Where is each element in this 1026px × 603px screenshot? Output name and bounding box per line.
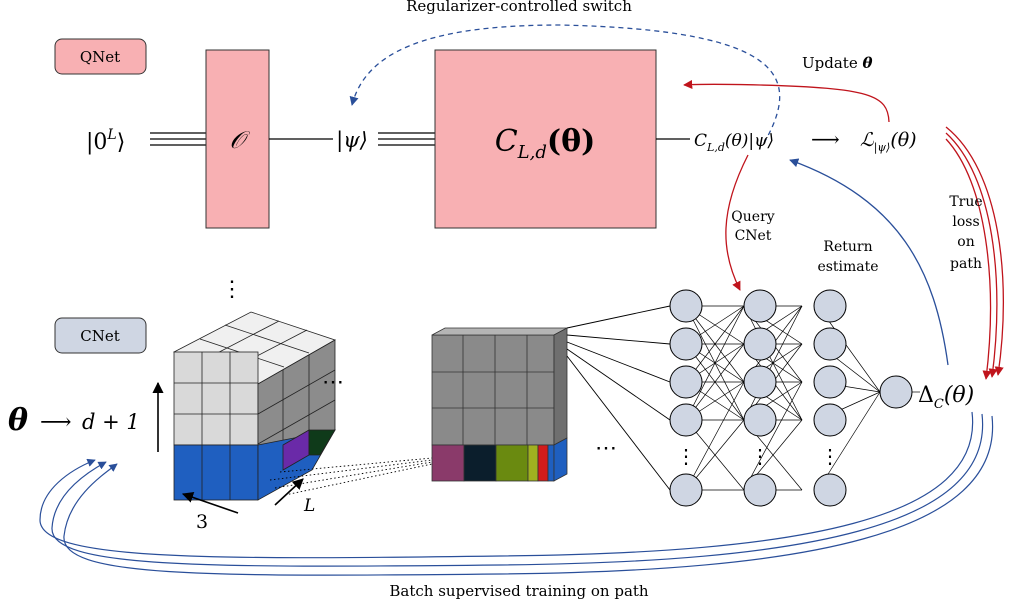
theta-arrow: ⟶ xyxy=(40,410,72,435)
query-label-line2: CNet xyxy=(735,228,772,244)
circuit-box xyxy=(434,49,657,229)
horizontal-dots-cube: ⋯ xyxy=(322,370,344,395)
true-loss-line3: on xyxy=(957,234,974,250)
nn-dots-layer2: ⋮ xyxy=(750,444,770,468)
arrow-to-loss: ⟶ xyxy=(811,127,840,151)
update-arrow xyxy=(683,79,890,123)
return-label-line1: Return xyxy=(823,239,872,255)
width-arrow xyxy=(181,491,239,514)
length-arrow xyxy=(274,478,304,506)
update-label: Update θ xyxy=(802,54,873,72)
nn-nodes xyxy=(669,289,913,507)
return-arrow xyxy=(789,158,949,366)
theta-input: θ xyxy=(8,403,28,438)
nn-dots-layer1: ⋮ xyxy=(676,444,696,468)
switch-label: Regularizer-controlled switch xyxy=(406,0,632,15)
width-label: 3 xyxy=(196,511,208,533)
neural-network xyxy=(669,289,920,507)
delta-label: ΔC(θ) xyxy=(918,383,974,412)
psi-ket: |ψ⟩ xyxy=(336,128,368,153)
batch-label: Batch supervised training on path xyxy=(389,582,649,600)
triple-wire-input xyxy=(150,132,206,146)
cnet-tag-label: CNet xyxy=(80,327,120,345)
loss-label: ℒ|ψ⟩(θ) xyxy=(860,129,917,155)
true-loss-line4: path xyxy=(950,256,982,272)
query-arrow xyxy=(725,154,749,291)
circuit-label: CL,d(θ) xyxy=(495,124,596,163)
return-label-line2: estimate xyxy=(817,259,878,275)
cube-large xyxy=(173,311,336,501)
true-loss-arrows xyxy=(945,126,1005,380)
horizontal-dots-slab: ⋯ xyxy=(595,436,617,461)
length-label: L xyxy=(303,496,315,516)
triple-wire-psi xyxy=(378,132,435,146)
query-label-line1: Query xyxy=(731,209,774,225)
true-loss-line2: loss xyxy=(952,214,979,230)
input-fan-lines xyxy=(566,305,671,491)
qnet-tag-label: QNet xyxy=(80,48,120,66)
projection-lines xyxy=(269,457,433,496)
switch-arrow xyxy=(349,24,781,144)
vertical-dots-top: ⋮ xyxy=(221,277,243,302)
batch-training-arrows xyxy=(39,411,994,576)
qnet-tag xyxy=(54,38,147,75)
output-state: CL,d(θ)|ψ⟩ xyxy=(694,131,774,154)
ket-zero: |0L⟩ xyxy=(86,127,125,155)
slab-cube xyxy=(431,327,568,482)
true-loss-line1: True xyxy=(949,194,982,210)
depth-label: d + 1 xyxy=(82,410,140,434)
cnet-tag xyxy=(54,317,147,354)
nn-dots-layer3: ⋮ xyxy=(820,444,840,468)
